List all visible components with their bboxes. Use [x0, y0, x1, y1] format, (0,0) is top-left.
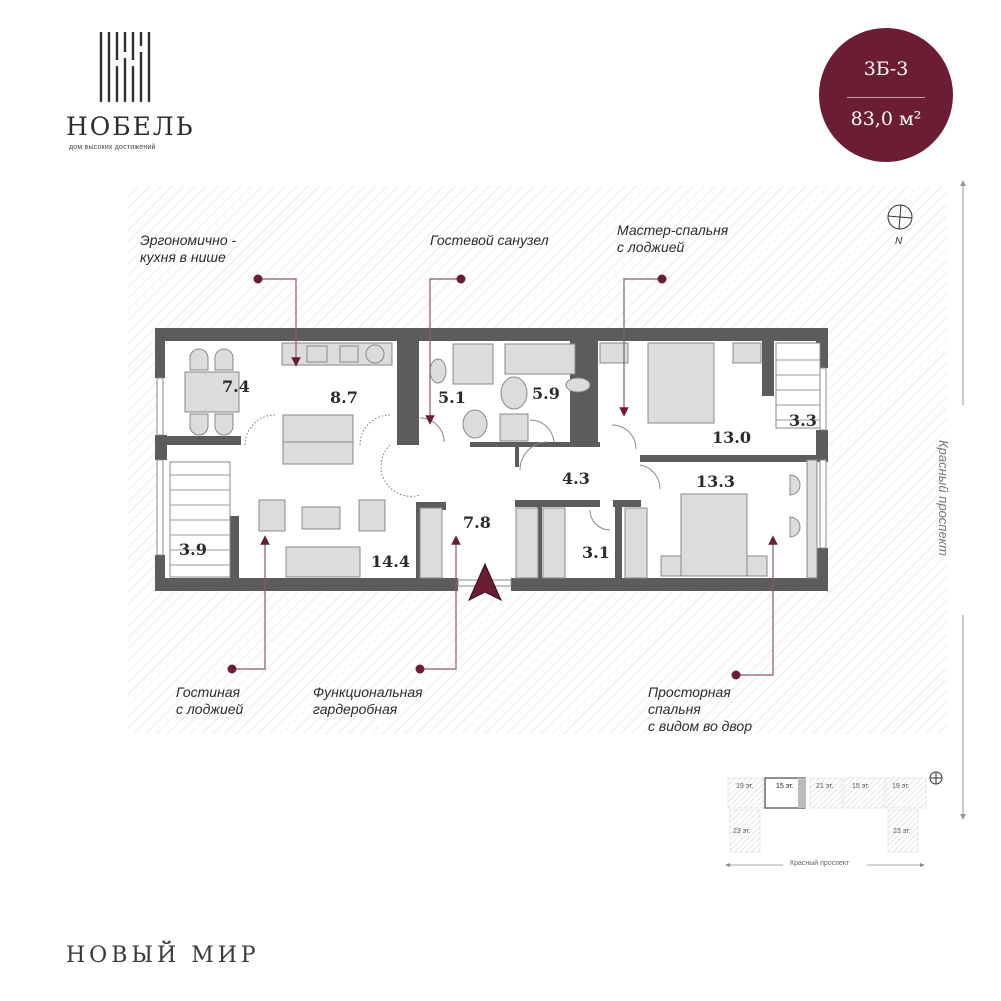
site-street-arrows [725, 863, 925, 867]
compass-north-label: N [895, 236, 903, 247]
callout-guest-bath-line1: Гостевой санузел [430, 232, 549, 248]
room-area-bedroom: 13.3 [696, 472, 735, 491]
site-section-1: 19 эт. [736, 783, 754, 790]
room-area-kitchen: 8.7 [330, 388, 358, 407]
callout-living-room: Гостиная с лоджией [176, 684, 243, 718]
callout-kitchen-line2: кухня в нише [140, 249, 226, 265]
callout-living-room-line2: с лоджией [176, 701, 244, 717]
logo-tagline: дом высоких достижений [69, 144, 156, 151]
callout-bedroom: Просторная спальня с видом во двор [648, 684, 752, 735]
badge-divider [847, 97, 925, 98]
site-section-6: 23 эт. [733, 828, 751, 835]
callout-bedroom-line1: Просторная [648, 684, 731, 700]
callout-kitchen-line1: Эргономично - [140, 232, 237, 248]
callout-master-bedroom-line2: с лоджией [617, 239, 685, 255]
room-area-master-bedroom: 13.0 [712, 428, 751, 447]
room-area-hall: 4.3 [562, 469, 590, 488]
street-label-vertical: Красный проспект [936, 440, 951, 556]
callout-guest-bath: Гостевой санузел [430, 232, 549, 249]
apartment-code: 3Б-3 [863, 58, 909, 80]
site-compass-icon [929, 771, 943, 785]
apartment-total-area: 83,0 м² [850, 108, 922, 130]
room-area-master-loggia: 3.3 [789, 411, 817, 430]
callout-kitchen: Эргономично - кухня в нише [140, 232, 236, 266]
callout-living-room-line1: Гостиная [176, 684, 241, 700]
room-area-dining: 7.4 [222, 377, 250, 396]
developer-brand: НОВЫЙ МИР [66, 943, 260, 968]
apartment-badge: 3Б-3 83,0 м² [819, 28, 953, 162]
callout-master-bedroom-line1: Мастер-спальня [617, 222, 729, 238]
room-area-guest-bath: 5.1 [438, 388, 466, 407]
callout-master-bedroom: Мастер-спальня с лоджией [617, 222, 728, 256]
site-section-7: 23 эт. [893, 828, 911, 835]
callout-wardrobe-line2: гардеробная [313, 701, 398, 717]
site-section-4: 15 эт. [852, 783, 870, 790]
site-section-5: 19 эт. [892, 783, 910, 790]
site-street-label: Красный проспект [790, 860, 850, 867]
room-area-living-room: 14.4 [371, 552, 410, 571]
callout-wardrobe-line1: Функциональная [313, 684, 423, 700]
room-area-living-loggia: 3.9 [179, 540, 207, 559]
site-section-2-current: 15 эт. [776, 783, 794, 790]
room-area-wardrobe: 3.1 [582, 543, 610, 562]
logo-name: НОБЕЛЬ [66, 112, 195, 141]
room-area-bathroom: 5.9 [532, 384, 560, 403]
callout-bedroom-line2: спальня [648, 701, 701, 717]
logo-mark-icon [99, 32, 151, 102]
site-section-3: 21 эт. [816, 783, 834, 790]
site-plan-map [727, 777, 927, 853]
room-area-entrance-wardrobe: 7.8 [463, 513, 491, 532]
compass-icon [887, 204, 913, 230]
callout-wardrobe: Функциональная гардеробная [313, 684, 423, 718]
callout-bedroom-line3: с видом во двор [648, 718, 752, 734]
